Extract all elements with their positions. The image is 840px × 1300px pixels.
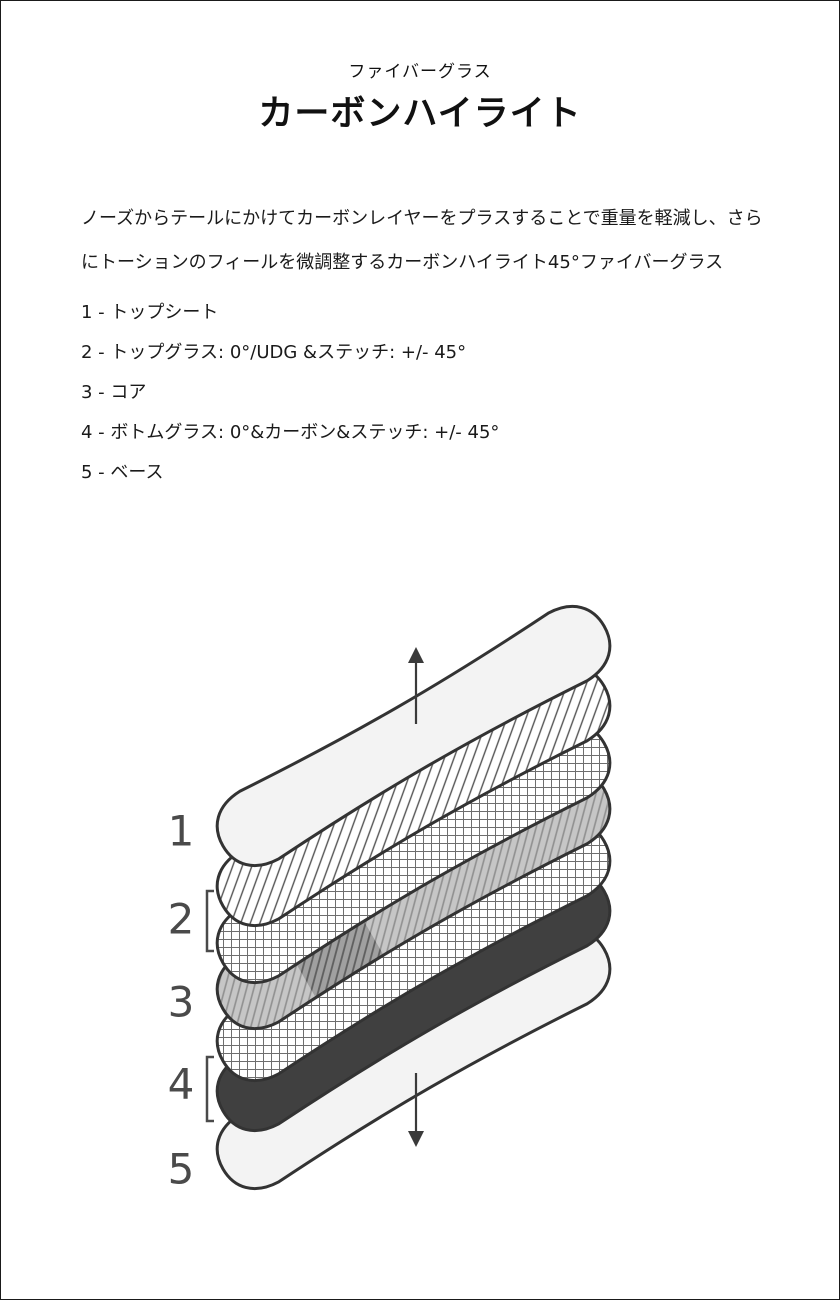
- layer-list-item-1: 1 - トップシート: [81, 302, 219, 323]
- section-header: ファイバーグラス カーボンハイライト: [1, 57, 839, 136]
- diagram-label-5: 5: [168, 1145, 195, 1194]
- layer-list-item-5: 5 - ベース: [81, 462, 164, 483]
- up-arrow-icon: [408, 647, 424, 724]
- section-title: カーボンハイライト: [258, 94, 582, 134]
- layer-list-item-4: 4 - ボトムグラス: 0°&カーボン&ステッチ: +/- 45°: [81, 422, 500, 443]
- description-paragraph: ノーズからテールにかけてカーボンレイヤーをプラスすることで重量を軽減し、さら に…: [81, 197, 779, 285]
- diagram-label-2: 2: [168, 895, 195, 944]
- diagram-label-3: 3: [168, 978, 195, 1027]
- diagram-label-1: 1: [168, 807, 195, 856]
- bracket-group-4: [205, 1055, 214, 1123]
- layer-list: 1 - トップシート 2 - トップグラス: 0°/UDG &ステッチ: +/-…: [81, 293, 779, 493]
- bracket-group-2: [205, 889, 214, 953]
- diagram-label-4: 4: [168, 1060, 195, 1109]
- description-line-2: にトーションのフィールを微調整するカーボンハイライト45°ファイバーグラス: [81, 252, 724, 273]
- section-subtitle: ファイバーグラス: [348, 62, 492, 82]
- layer-list-item-2: 2 - トップグラス: 0°/UDG &ステッチ: +/- 45°: [81, 342, 467, 363]
- diagram-area: 1 2 3 4 5: [1, 561, 839, 1241]
- description-line-1: ノーズからテールにかけてカーボンレイヤーをプラスすることで重量を軽減し、さら: [81, 208, 763, 229]
- description-block: ノーズからテールにかけてカーボンレイヤーをプラスすることで重量を軽減し、さら に…: [81, 197, 779, 493]
- layer-list-item-3: 3 - コア: [81, 382, 147, 403]
- down-arrow-icon: [408, 1073, 424, 1147]
- snowboard-layer-diagram: 1 2 3 4 5: [168, 590, 626, 1205]
